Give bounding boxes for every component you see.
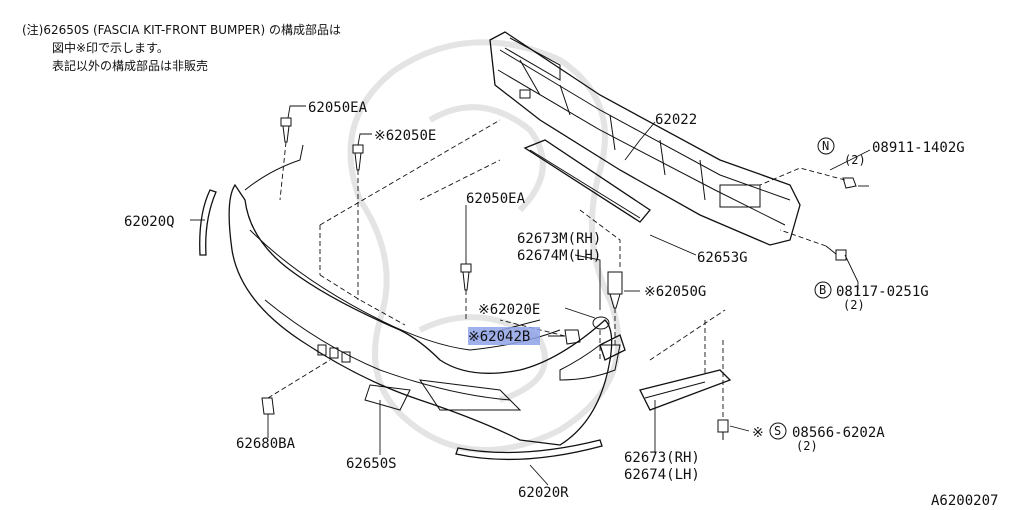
label-08117-qty: (2) xyxy=(843,298,865,312)
clip-62042B xyxy=(564,329,581,345)
molding-62020Q xyxy=(199,189,217,256)
label-08911: 08911-1402G xyxy=(872,140,965,156)
clip-62680BA xyxy=(261,397,275,415)
label-62022: 62022 xyxy=(655,112,697,128)
note-line-2: 図中※印で示します。 xyxy=(52,40,169,55)
label-62680BA: 62680BA xyxy=(236,436,296,452)
note-line-1: (注)62650S (FASCIA KIT-FRONT BUMPER) の構成部… xyxy=(22,22,341,37)
label-62020R: 62020R xyxy=(518,485,569,501)
label-62674M: 62674M(LH) xyxy=(517,248,601,264)
label-08911-circle: N xyxy=(822,139,829,153)
note-line-3: 表記以外の構成部品は非販売 xyxy=(52,58,208,73)
label-08566: 08566-6202A xyxy=(792,425,885,441)
label-62020Q: 62020Q xyxy=(124,214,175,230)
label-62050EA-mid: 62050EA xyxy=(466,191,526,207)
label-62673: 62673(RH) xyxy=(624,450,700,466)
clip-62020E xyxy=(592,316,610,330)
figure-id: A6200207 xyxy=(931,493,998,509)
bolt-08911 xyxy=(842,177,857,189)
clip-62050E xyxy=(352,144,364,171)
label-62042B: ※62042B xyxy=(468,329,530,345)
assembly-lines xyxy=(267,119,846,420)
bracket-62673M xyxy=(599,334,626,361)
molding-62020R xyxy=(455,439,603,461)
circle-N xyxy=(817,137,835,155)
bracket-62673 xyxy=(639,369,732,411)
part-labels: 62050EA ※62050E 62022 N 08911-1402G (2) … xyxy=(124,100,998,509)
screw-08566 xyxy=(717,419,729,440)
fascia-62650S xyxy=(228,144,621,446)
label-08117-circle: B xyxy=(819,283,826,297)
circle-S xyxy=(769,422,787,440)
notes: (注)62650S (FASCIA KIT-FRONT BUMPER) の構成部… xyxy=(22,22,341,73)
label-62050EA-top: 62050EA xyxy=(308,100,368,116)
label-62673M: 62673M(RH) xyxy=(517,231,601,247)
fasteners xyxy=(261,117,857,440)
label-62650S: 62650S xyxy=(346,456,397,472)
absorber-62653G xyxy=(523,139,651,223)
label-62653G: 62653G xyxy=(697,250,748,266)
label-08566-qty: (2) xyxy=(796,439,818,453)
reinforcement-62022 xyxy=(489,31,801,246)
label-08117: 08117-0251G xyxy=(836,284,929,300)
label-08566-star: ※ xyxy=(752,425,764,441)
bolt-08117 xyxy=(825,245,847,261)
clip-62050EA-top xyxy=(280,117,292,143)
label-62674: 62674(LH) xyxy=(624,467,700,483)
clip-62050EA-mid xyxy=(460,263,472,291)
leader-lines xyxy=(190,105,871,486)
highlight-62042B xyxy=(468,327,540,345)
label-62050G: ※62050G xyxy=(644,284,706,300)
label-08566-circle: S xyxy=(774,424,781,438)
label-08911-qty: (2) xyxy=(844,153,866,167)
label-62020E: ※62020E xyxy=(478,302,540,318)
label-62050E: ※62050E xyxy=(374,128,436,144)
circle-B xyxy=(814,281,832,299)
clip-62050G xyxy=(607,271,623,309)
